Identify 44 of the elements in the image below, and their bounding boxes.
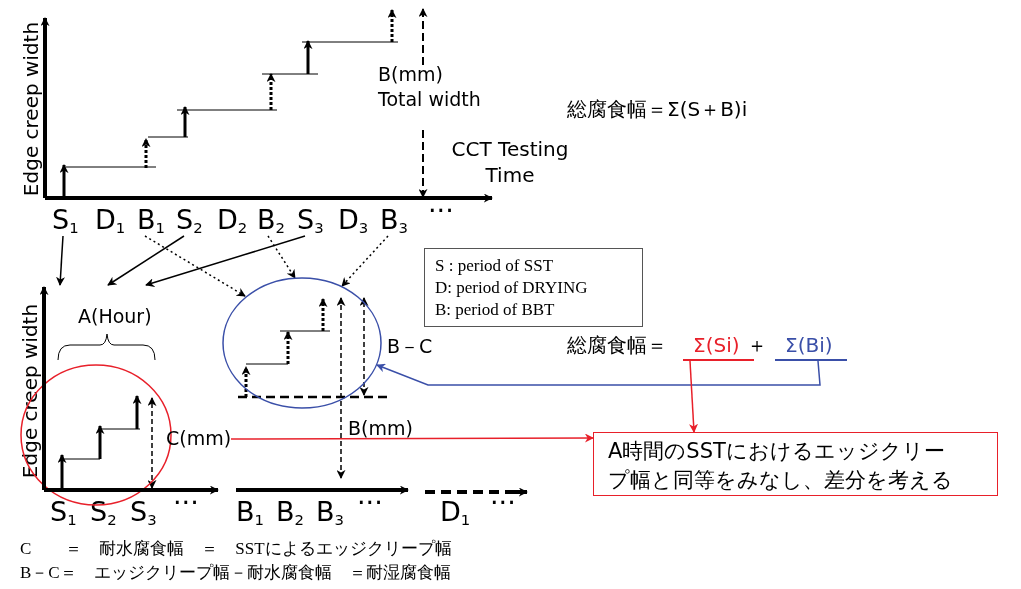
axis-label: B$_{3}$ — [380, 205, 408, 237]
arrow — [145, 235, 306, 287]
arrow — [230, 433, 594, 443]
axis-label: B$_{2}$ — [276, 497, 304, 529]
ellipsis: ··· — [173, 488, 199, 518]
axis-label: B$_{2}$ — [257, 205, 285, 237]
legend-box: S : period of SST D: period of DRYING B: period of BBT — [424, 248, 643, 328]
arrow — [107, 235, 185, 286]
axis-label: D$_{2}$ — [217, 205, 248, 237]
axis-label: S$_{2}$ — [176, 205, 203, 237]
dimension-label: A(Hour) — [78, 306, 152, 327]
ellipsis: ··· — [490, 488, 516, 518]
axis-label: S$_{1}$ — [52, 205, 79, 237]
axis-title: Edge creep width — [20, 21, 42, 197]
circle-outline — [222, 277, 382, 409]
arrow — [341, 235, 389, 287]
axis-label: S$_{3}$ — [130, 497, 157, 529]
axis-label: S$_{3}$ — [297, 205, 324, 237]
formula: 総腐食幅＝Σ(S＋B)i — [567, 98, 748, 120]
axis-label: D$_{3}$ — [338, 205, 369, 237]
dimension-label: B(mm) Total width — [378, 62, 482, 112]
arrow — [267, 235, 296, 279]
arrow — [144, 235, 246, 297]
arrow — [56, 235, 65, 286]
axis-label: S$_{2}$ — [90, 497, 117, 529]
ellipsis: ··· — [357, 488, 383, 518]
formula-term: Σ(Bi) — [775, 334, 847, 361]
dimension-label: B－C — [387, 336, 433, 357]
axis-label: D$_{1}$ — [440, 497, 471, 529]
ellipsis: ··· — [428, 196, 454, 226]
axis-label: S$_{1}$ — [50, 497, 77, 529]
axis-title: Edge creep width — [19, 303, 41, 479]
axis-label: B$_{3}$ — [316, 497, 344, 529]
axis-label: B$_{1}$ — [236, 497, 264, 529]
axis-title: CCT Testing Time — [450, 136, 570, 188]
dimension-label: B(mm) — [348, 418, 413, 439]
arrow — [689, 360, 699, 433]
axis-label: B$_{1}$ — [137, 205, 165, 237]
formula: 総腐食幅＝ — [567, 334, 667, 356]
axis-label: D$_{1}$ — [95, 205, 126, 237]
note-box: A時間のSSTにおけるエッジクリープ幅と同等をみなし、差分を考える — [593, 432, 998, 496]
arrow — [376, 360, 821, 386]
note: C ＝ 耐水腐食幅 ＝ SSTによるエッジクリープ幅 — [20, 540, 452, 559]
note: B－C＝ エッジクリープ幅－耐水腐食幅 ＝耐湿腐食幅 — [20, 564, 451, 583]
